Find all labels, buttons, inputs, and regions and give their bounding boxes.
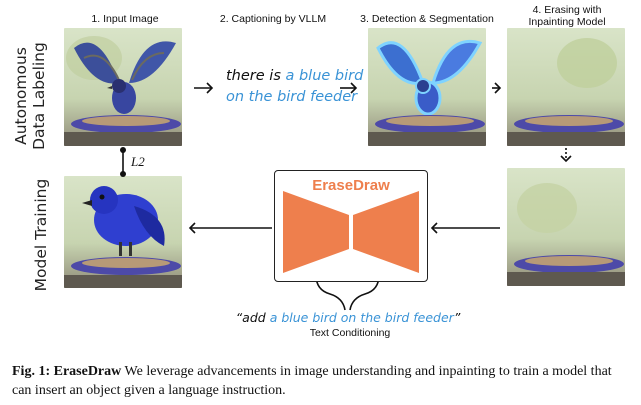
erased-image-top-art <box>507 28 625 146</box>
arrow-erase-head <box>430 222 438 234</box>
vllm-caption: there is a blue bird on the bird feeder <box>226 66 363 108</box>
step-title-captioning: 2. Captioning by VLLM <box>219 13 327 25</box>
arrow-1-head <box>206 82 214 94</box>
figure-caption-name: EraseDraw <box>53 364 122 379</box>
loss-dot-top <box>120 147 126 153</box>
step-title-detection: 3. Detection & Segmentation <box>360 13 494 25</box>
text-conditioning-label: Text Conditioning <box>309 327 391 339</box>
step-title-erasing-line1: 4. Erasing with <box>532 4 602 16</box>
prompt-highlight: a blue bird on the bird feeder <box>269 310 454 325</box>
erased-image-bottom-art <box>507 168 625 286</box>
arrow-detect-head <box>494 82 502 94</box>
loss-dot-bottom <box>120 171 126 177</box>
vllm-caption-prefix: there is <box>226 68 281 84</box>
step-title-erasing-line2: Inpainting Model <box>528 16 606 28</box>
erasedraw-model-box: EraseDraw <box>274 170 428 282</box>
arrow-model-head <box>188 222 196 234</box>
vllm-caption-highlight-2: on the bird feeder <box>226 89 358 105</box>
brace-left <box>315 274 346 311</box>
erased-image-bottom <box>507 168 625 286</box>
input-image <box>64 28 182 146</box>
decoder-shape <box>353 191 419 273</box>
erasedraw-network-shape <box>283 191 419 273</box>
loss-label-text: L2 <box>131 154 145 169</box>
step-title-input-image: 1. Input Image <box>91 13 159 25</box>
segmentation-image-art <box>368 28 486 146</box>
instruction-prompt: “add a blue bird on the bird feeder” <box>230 310 466 325</box>
figure-caption-body: We leverage advancements in image unders… <box>12 364 612 398</box>
segmentation-image <box>368 28 486 146</box>
prompt-close: ” <box>453 310 461 325</box>
dotted-arrow-head <box>560 155 572 163</box>
training-target-image <box>64 176 182 288</box>
figure-caption-label: Fig. 1: <box>12 364 51 379</box>
arrow-caption-head <box>350 82 358 94</box>
loss-label: L2 <box>131 154 145 170</box>
vllm-caption-highlight-1: a blue bird <box>285 68 364 84</box>
erased-image-top <box>507 28 625 146</box>
figure-caption: Fig. 1: EraseDraw We leverage advancemen… <box>12 362 632 400</box>
step-title-erasing: 4. Erasing with Inpainting Model <box>508 4 626 28</box>
brace-right <box>349 274 380 311</box>
erasedraw-title: EraseDraw <box>312 177 390 194</box>
input-image-art <box>64 28 182 146</box>
prompt-open: “add <box>235 310 266 325</box>
training-target-image-art <box>64 176 182 288</box>
encoder-shape <box>283 191 349 273</box>
